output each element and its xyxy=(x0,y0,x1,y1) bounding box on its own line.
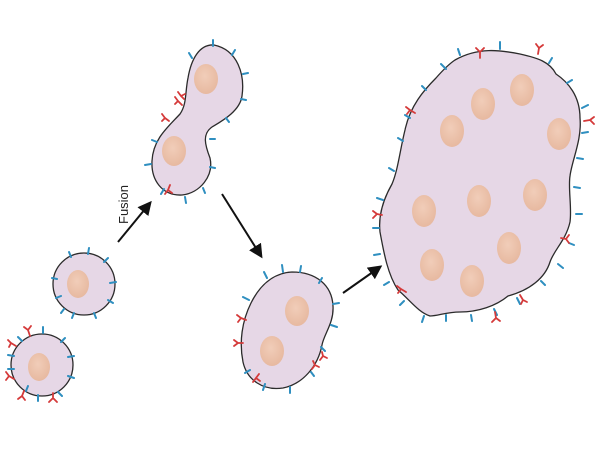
nucleus-icon xyxy=(420,249,444,281)
receptor-icon xyxy=(5,325,58,403)
receptor-icon xyxy=(242,264,340,394)
fusion-label: Fusion xyxy=(116,185,131,224)
nucleus-icon xyxy=(260,336,284,366)
receptors xyxy=(5,39,595,403)
receptor-icon xyxy=(7,326,75,402)
nucleus-icon xyxy=(547,118,571,150)
nucleus-icon xyxy=(523,179,547,211)
nucleus-icon xyxy=(460,265,484,297)
nucleus-icon xyxy=(162,136,186,166)
receptor-icon xyxy=(372,41,589,323)
nucleus-icon xyxy=(412,195,436,227)
nucleus-icon xyxy=(510,74,534,106)
nucleus-icon xyxy=(471,88,495,120)
receptor-icon xyxy=(233,314,328,383)
nucleus-icon xyxy=(194,64,218,94)
nucleus-icon xyxy=(440,115,464,147)
nuclei xyxy=(28,64,571,381)
nucleus-icon xyxy=(497,232,521,264)
arrows xyxy=(117,193,383,294)
cells xyxy=(10,44,581,397)
fusing-cell-pair xyxy=(151,44,244,196)
receptor-icon xyxy=(51,247,117,319)
nucleus-icon xyxy=(285,296,309,326)
arrow-icon xyxy=(117,200,152,243)
nucleus-icon xyxy=(28,353,50,381)
nucleus-icon xyxy=(67,270,89,298)
nucleus-icon xyxy=(467,185,491,217)
arrow-icon xyxy=(221,193,263,259)
binucleated-cell xyxy=(240,271,334,390)
receptor-icon xyxy=(161,91,186,195)
arrow-icon xyxy=(342,265,383,294)
receptor-icon xyxy=(372,43,595,323)
receptor-icon xyxy=(144,39,249,204)
